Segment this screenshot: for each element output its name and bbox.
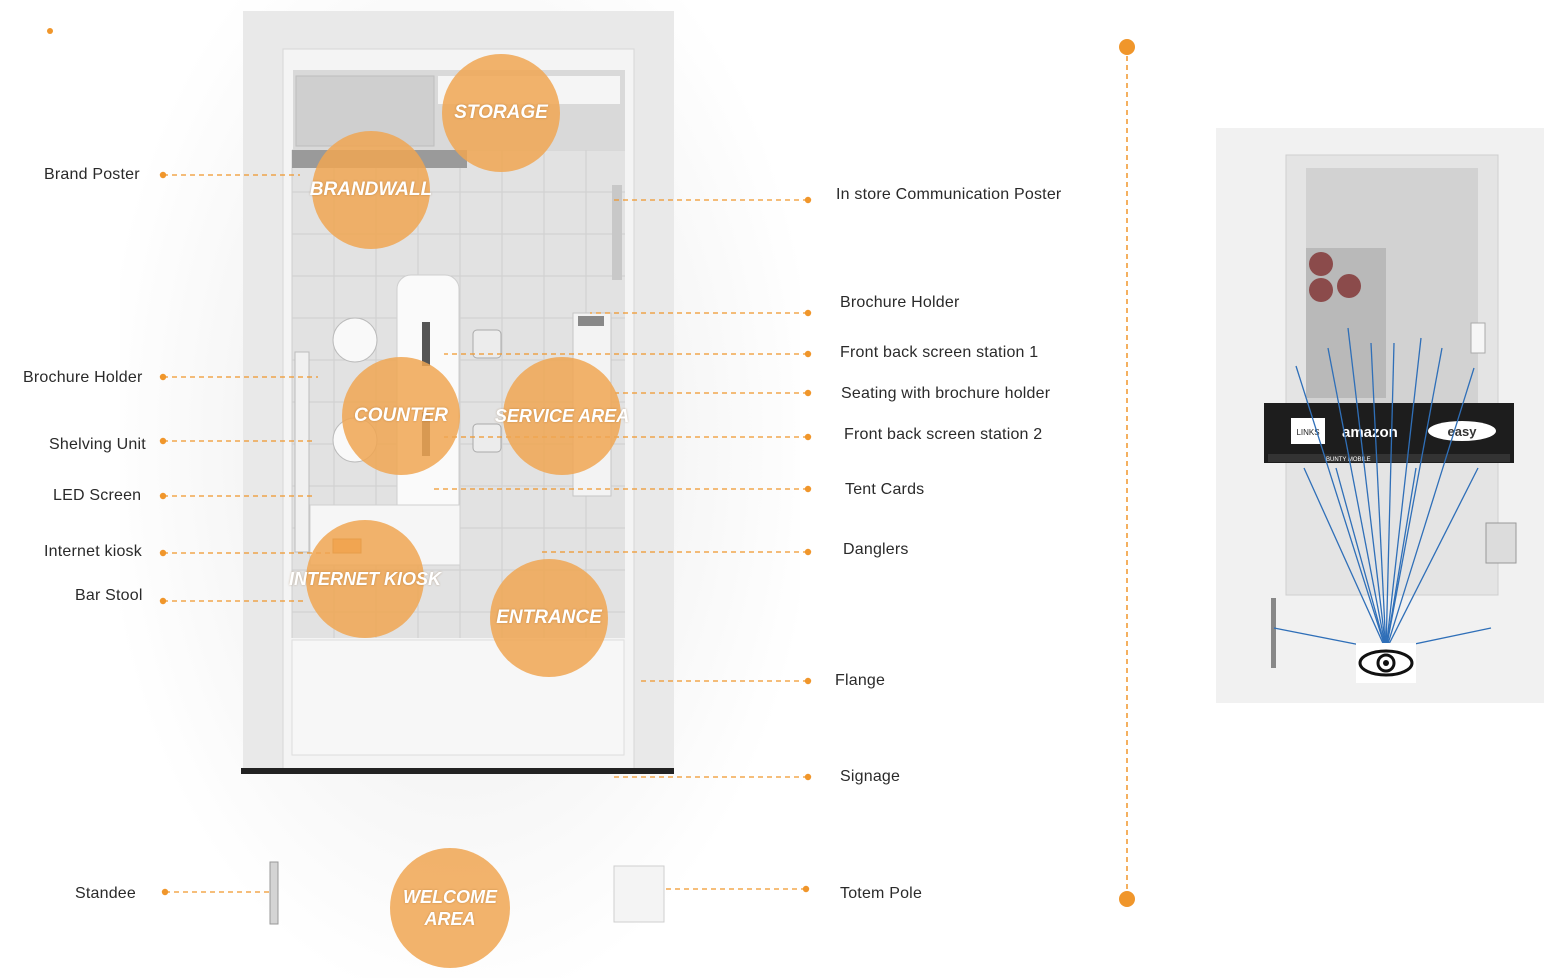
zone-entrance: ENTRANCE: [490, 559, 608, 677]
leader-signage-dot: [804, 773, 812, 781]
leader-bar-stool-dot: [159, 597, 167, 605]
render-store-strip: [1268, 454, 1510, 462]
sight-line-1: [1295, 365, 1387, 651]
signage-bar: [241, 768, 674, 774]
shelving-unit: [294, 351, 310, 553]
leader-led-screen-dot: [159, 492, 167, 500]
sight-line-10: [1335, 467, 1387, 651]
sight-line-5: [1385, 342, 1395, 651]
render-brochure: [1470, 322, 1486, 354]
sight-line-6: [1385, 337, 1422, 651]
label-communication-poster: In store Communication Poster: [836, 186, 1062, 203]
label-shelving-unit: Shelving Unit: [49, 436, 146, 453]
store-3d-render: LINKS amazon easy BUNTY MOBILE: [1216, 128, 1544, 703]
timeline-top-dot: [1119, 39, 1135, 55]
zone-storage-label: STORAGE: [454, 102, 548, 124]
zone-service-area-label: SERVICE AREA: [494, 405, 630, 426]
zone-internet-kiosk-label: INTERNET KIOSK: [289, 568, 442, 589]
label-danglers: Danglers: [843, 541, 909, 558]
stool-1: [472, 329, 502, 359]
zone-entrance-label: ENTRANCE: [496, 607, 602, 629]
leader-internet-kiosk-dot: [159, 549, 167, 557]
label-brochure-holder-left: Brochure Holder: [23, 369, 143, 386]
zone-counter: COUNTER: [342, 357, 460, 475]
leader-communication-poster-dot: [804, 196, 812, 204]
label-bar-stool: Bar Stool: [75, 587, 143, 604]
leader-brand-poster-dot: [159, 171, 167, 179]
leader-seating-brochure-dot: [804, 389, 812, 397]
leader-tent-cards-dot: [804, 485, 812, 493]
sight-line-12: [1385, 467, 1479, 651]
label-totem-pole: Totem Pole: [840, 885, 923, 902]
render-easy-badge: [1428, 421, 1496, 441]
chair-1: [332, 317, 378, 363]
zone-internet-kiosk: INTERNET KIOSK: [289, 520, 441, 638]
eye-icon: [1358, 649, 1414, 677]
sight-line-2: [1327, 347, 1387, 651]
label-seating-brochure: Seating with brochure holder: [841, 385, 1051, 402]
totem-shape: [613, 865, 665, 923]
sight-line-4: [1370, 342, 1387, 651]
render-store-name: BUNTY MOBILE: [1326, 457, 1371, 463]
sight-lines: [1273, 327, 1492, 651]
zone-counter-label: COUNTER: [354, 405, 448, 427]
label-brochure-holder-right: Brochure Holder: [840, 294, 960, 311]
label-front-back-screen-2: Front back screen station 2: [844, 426, 1043, 443]
render-circle-1: [1309, 252, 1333, 276]
leader-brochure-holder-right-dot: [804, 309, 812, 317]
brochure-slot: [578, 316, 604, 326]
label-signage: Signage: [840, 768, 901, 785]
render-circle-2: [1309, 278, 1333, 302]
leader-brochure-holder-left-dot: [159, 373, 167, 381]
render-logo-text: LINKS: [1296, 428, 1319, 437]
zone-welcome-area: WELCOME AREA: [390, 848, 510, 968]
leader-front-back-screen-2-dot: [804, 433, 812, 441]
label-flange: Flange: [835, 672, 886, 689]
leader-front-back-screen-1-dot: [804, 350, 812, 358]
label-led-screen: LED Screen: [53, 487, 142, 504]
corner-dot: [47, 28, 53, 34]
sight-line-11: [1385, 467, 1417, 651]
label-tent-cards: Tent Cards: [845, 481, 925, 498]
leader-totem-pole-dot: [802, 885, 810, 893]
label-internet-kiosk: Internet kiosk: [44, 543, 142, 560]
zone-service-area: SERVICE AREA: [495, 357, 629, 475]
render-brand-text: amazon: [1342, 424, 1398, 441]
communication-poster: [612, 185, 622, 280]
render-totem: [1485, 522, 1517, 564]
leader-danglers-dot: [804, 548, 812, 556]
render-circle-3: [1337, 274, 1361, 298]
sight-line-7: [1385, 347, 1443, 651]
zone-welcome-area-label: WELCOME AREA: [403, 886, 497, 930]
leader-shelving-unit-dot: [159, 437, 167, 445]
monitor-1: [422, 322, 430, 366]
sight-line-9: [1303, 467, 1387, 651]
timeline-bottom-dot: [1119, 891, 1135, 907]
zone-storage: STORAGE: [442, 54, 560, 172]
zone-brandwall-label: BRANDWALL: [309, 179, 433, 201]
leader-flange-dot: [804, 677, 812, 685]
sight-line-3: [1347, 327, 1387, 651]
stool-2: [472, 423, 502, 453]
sight-line-8: [1385, 367, 1475, 651]
zone-brandwall: BRANDWALL: [309, 131, 433, 249]
leader-standee-dot: [161, 888, 169, 896]
label-brand-poster: Brand Poster: [44, 166, 140, 183]
label-standee: Standee: [75, 885, 137, 902]
label-front-back-screen-1: Front back screen station 1: [840, 344, 1039, 361]
render-svg: LINKS amazon easy BUNTY MOBILE: [1264, 154, 1517, 683]
render-standee: [1271, 598, 1276, 668]
standee-shape: [269, 861, 279, 925]
